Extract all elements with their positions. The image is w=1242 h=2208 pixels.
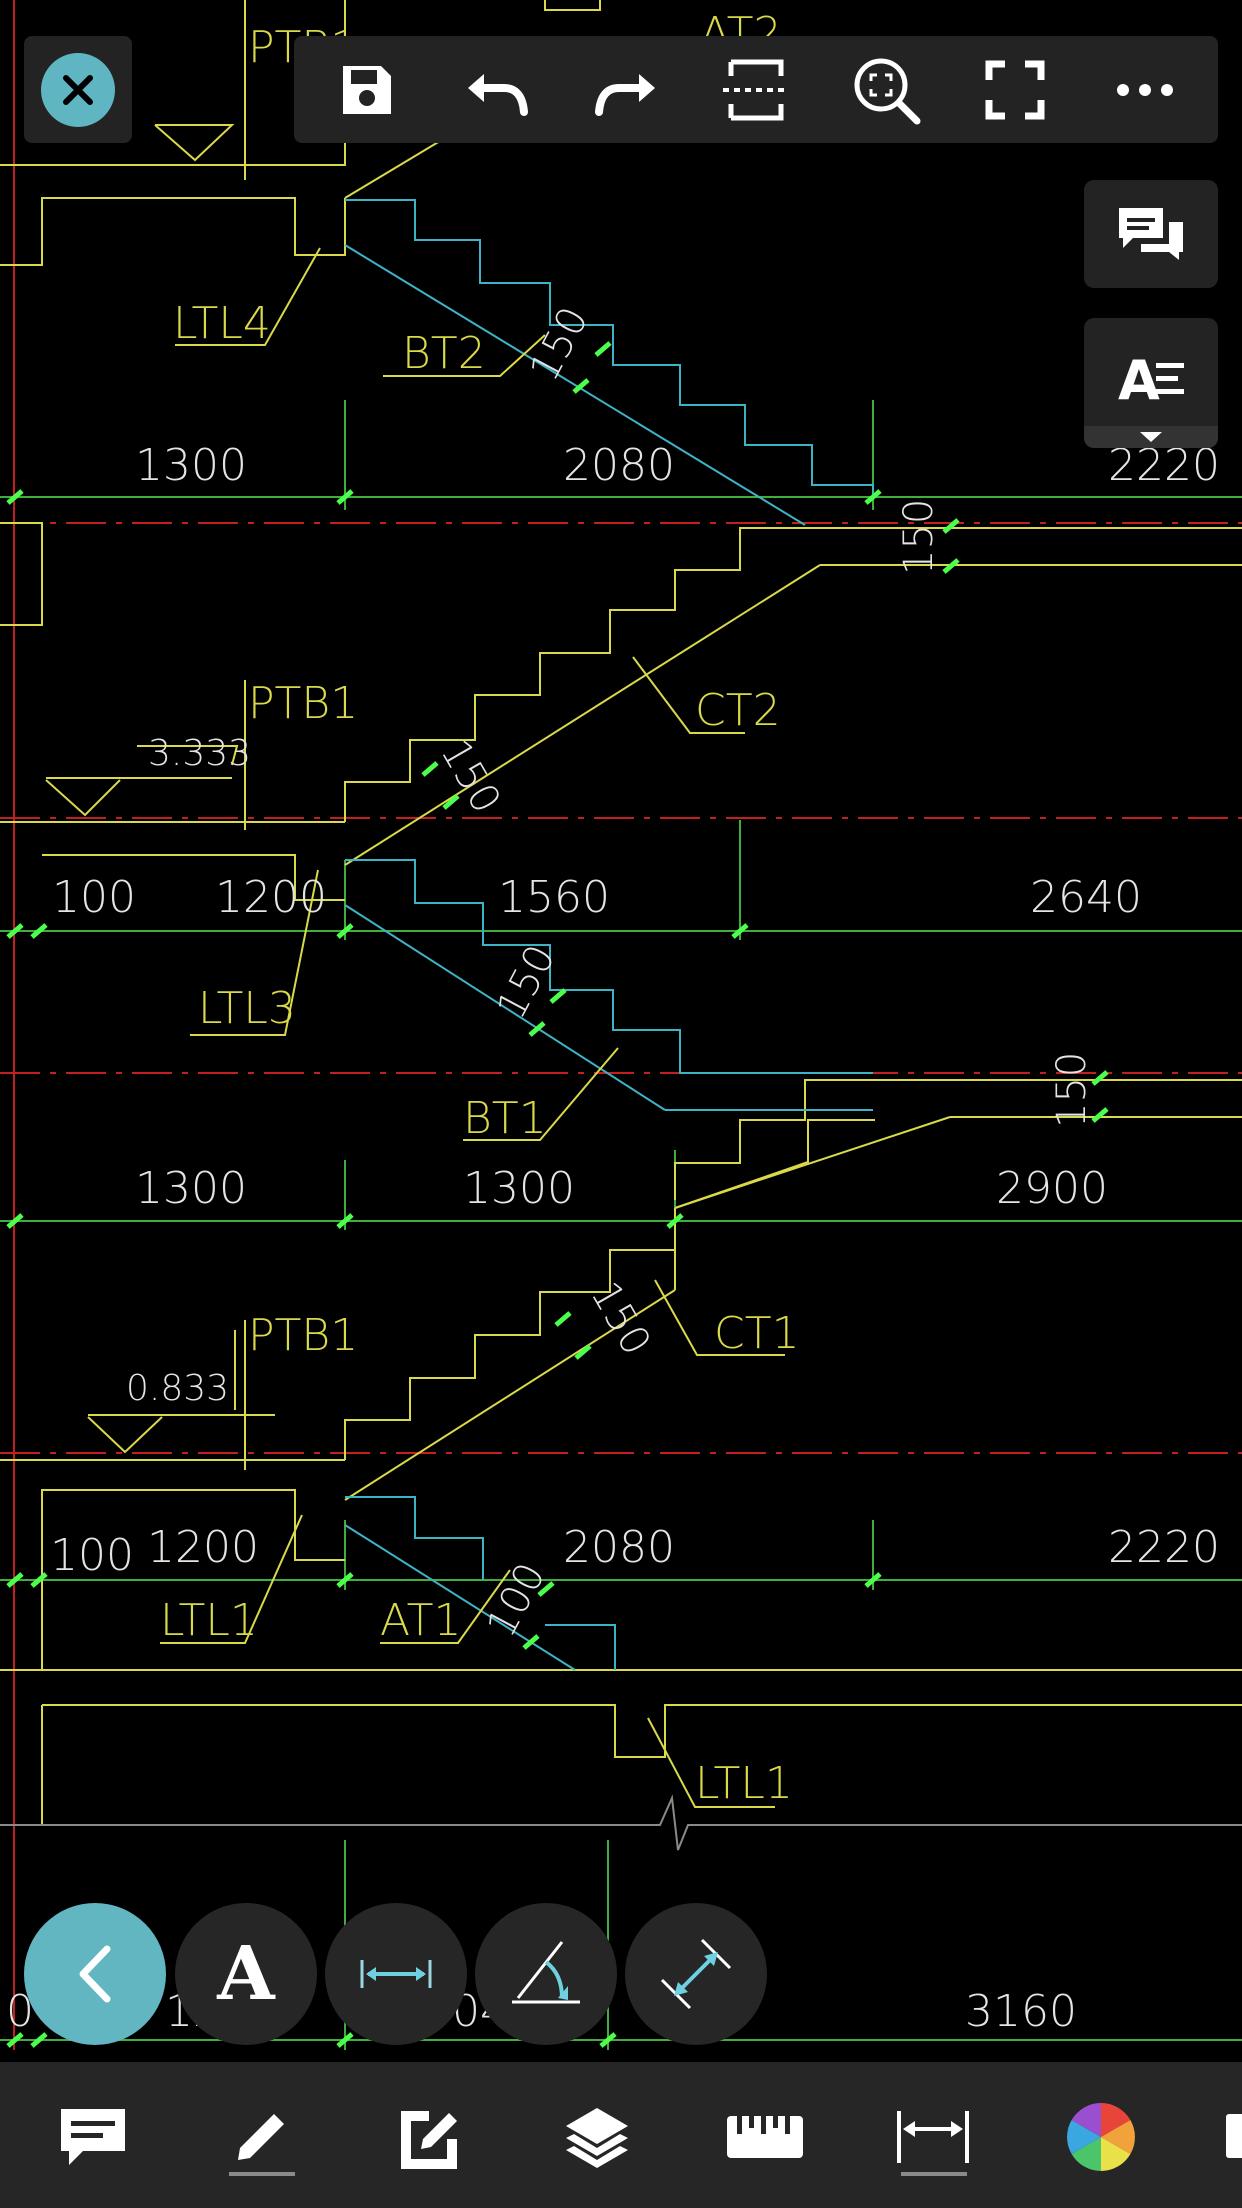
back-fab[interactable] xyxy=(24,1903,166,2045)
layers-button[interactable] xyxy=(542,2082,652,2192)
label-bt1: BT1 xyxy=(463,1093,547,1144)
dim-label-150-right-b: 150 xyxy=(1049,1052,1095,1128)
label-ltl4: LTL4 xyxy=(173,298,271,349)
comments-button[interactable] xyxy=(1084,180,1218,288)
leader-lines xyxy=(45,124,785,1808)
dimension-icon xyxy=(897,2111,969,2163)
split-view-button[interactable] xyxy=(708,42,804,138)
dim-label-1300-b: 1300 xyxy=(135,1163,247,1214)
save-button[interactable] xyxy=(319,42,415,138)
dim-label-150-right-a: 150 xyxy=(896,499,942,575)
dim-label-3160: 3160 xyxy=(965,1986,1077,2037)
chevron-left-icon xyxy=(79,1945,111,2003)
label-ltl1-b: LTL1 xyxy=(695,1758,793,1809)
text-tool-fab[interactable]: A xyxy=(175,1903,317,2045)
label-ptb1-mid: PTB1 xyxy=(248,678,358,729)
dim-label-100-b: 100 xyxy=(50,1530,134,1581)
dim-label-1200-a: 1200 xyxy=(215,872,327,923)
angle-dimension-fab[interactable] xyxy=(475,1903,617,2045)
more-button[interactable] xyxy=(1097,42,1193,138)
color-button[interactable] xyxy=(1046,2082,1156,2192)
top-toolbar xyxy=(294,36,1218,143)
dim-label-100-a: 100 xyxy=(52,872,136,923)
aligned-dimension-icon xyxy=(660,1938,732,2010)
dim-label-2640: 2640 xyxy=(1030,872,1142,923)
edit-icon xyxy=(401,2111,457,2169)
pencil-icon xyxy=(238,2114,284,2160)
dim-label-1560: 1560 xyxy=(498,872,610,923)
save-icon xyxy=(342,65,391,114)
undo-icon xyxy=(467,73,528,116)
more-icon xyxy=(1117,83,1174,96)
axis-lines xyxy=(0,522,1242,1454)
ruler-icon xyxy=(727,2116,803,2158)
label-ptb1-low: PTB1 xyxy=(248,1310,358,1361)
comments-icon xyxy=(1119,208,1183,260)
stair-hatch xyxy=(344,199,874,1671)
close-button-container xyxy=(24,36,132,143)
label-ct2: CT2 xyxy=(695,685,781,736)
annotation-icon xyxy=(61,2109,125,2165)
redo-icon xyxy=(595,73,656,116)
label-at1: AT1 xyxy=(380,1595,462,1646)
elevation-0833: 0.833 xyxy=(126,1368,229,1409)
elevation-3333: 3.333 xyxy=(148,733,251,774)
label-ct1: CT1 xyxy=(714,1308,800,1359)
text-style-button[interactable]: A xyxy=(1084,318,1218,448)
label-ltl1-a: LTL1 xyxy=(160,1595,258,1646)
break-line xyxy=(0,1794,1242,1851)
measure-button[interactable] xyxy=(710,2082,820,2192)
dimension-ticks xyxy=(6,341,1109,2048)
dim-label-2220-b: 2220 xyxy=(1108,1522,1220,1573)
fullscreen-button[interactable] xyxy=(967,42,1063,138)
edit-button[interactable] xyxy=(374,2082,484,2192)
dim-label-2080: 2080 xyxy=(563,440,675,491)
linear-dimension-fab[interactable] xyxy=(325,1903,467,2045)
dim-label-1300-c: 1300 xyxy=(463,1163,575,1214)
zoom-window-icon xyxy=(854,58,921,124)
close-icon xyxy=(63,74,93,105)
zoom-window-button[interactable] xyxy=(838,42,934,138)
dimension-active-indicator xyxy=(901,2172,967,2176)
angle-dimension-icon xyxy=(512,1941,580,2004)
text-icon: A xyxy=(217,1931,275,2017)
dim-label-1300: 1300 xyxy=(135,440,247,491)
caret-down-icon xyxy=(1140,432,1162,442)
dim-label-2080-b: 2080 xyxy=(563,1522,675,1573)
text-style-expand[interactable] xyxy=(1084,426,1218,448)
dimension-button[interactable] xyxy=(878,2082,988,2192)
aligned-dimension-fab[interactable] xyxy=(625,1903,767,2045)
close-button[interactable] xyxy=(41,52,115,127)
dim-label-2900: 2900 xyxy=(996,1163,1108,1214)
redo-button[interactable] xyxy=(578,42,674,138)
annotation-button[interactable] xyxy=(38,2082,148,2192)
undo-button[interactable] xyxy=(449,42,545,138)
label-ltl3: LTL3 xyxy=(198,983,296,1034)
svg-text:A: A xyxy=(1118,349,1160,405)
split-view-icon xyxy=(722,59,789,120)
linear-dimension-icon xyxy=(360,1960,432,1988)
bottom-toolbar xyxy=(0,2062,1242,2208)
text-style-icon: A xyxy=(1118,349,1184,405)
fullscreen-icon xyxy=(985,60,1045,119)
color-wheel-icon xyxy=(1067,2103,1135,2171)
structure-lines xyxy=(0,0,1242,1825)
overflow-item-peek[interactable] xyxy=(1226,2114,1242,2158)
dim-label-1200-b: 1200 xyxy=(147,1522,259,1573)
label-bt2: BT2 xyxy=(402,328,486,379)
pencil-button[interactable] xyxy=(206,2082,316,2192)
pencil-active-indicator xyxy=(229,2172,295,2176)
layers-icon xyxy=(566,2108,628,2168)
dim-label-2220: 2220 xyxy=(1108,440,1220,491)
